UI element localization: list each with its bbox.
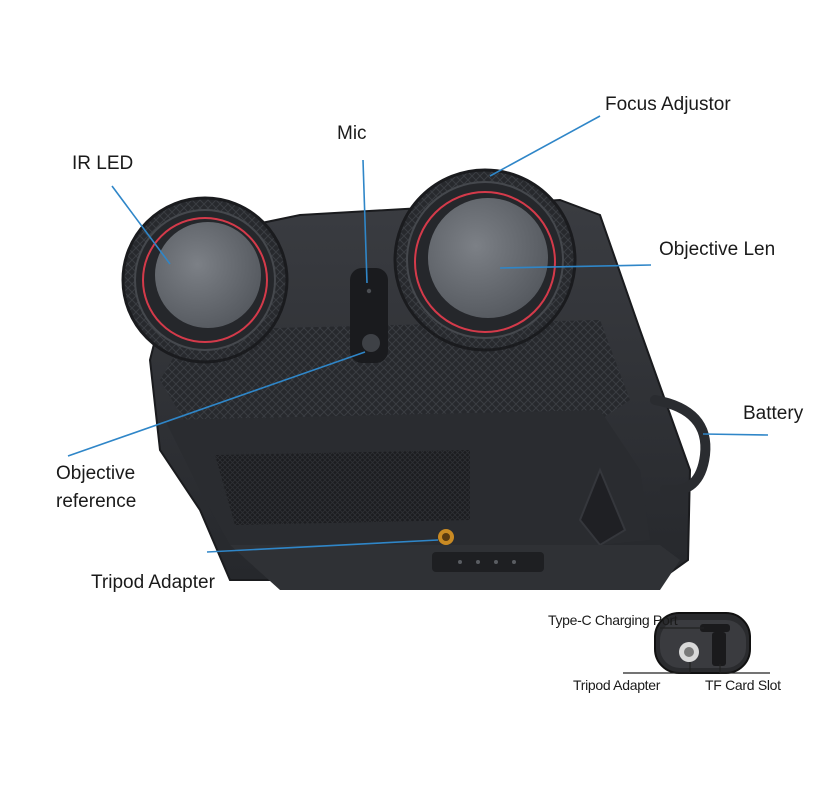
leader-mic [362,159,368,284]
left-lens-assembly [121,196,289,364]
leader-objective-len [499,264,652,269]
leader-ir-led [111,185,171,265]
leader-lines [67,115,769,553]
mic-hole [366,288,372,294]
label-objective-reference-line1: Objective [56,463,136,484]
label-ir-led: IR LED [72,153,134,174]
port-inset [623,612,770,674]
battery-strap [650,395,711,496]
leader-objective-reference [67,351,366,457]
port-panel [432,552,544,572]
inset-tf-slot [712,632,726,666]
inset-label-type-c: Type-C Charging Port [548,612,678,628]
right-lens-assembly [393,168,577,352]
leader-focus-adjustor [489,115,601,177]
inset-type-c [700,624,730,632]
speaker-grille [215,450,470,525]
label-mic: Mic [337,123,367,144]
inset-label-tf-card-slot: TF Card Slot [705,677,781,693]
inset-label-tripod-adapter: Tripod Adapter [573,677,661,693]
label-tripod-adapter: Tripod Adapter [91,572,215,593]
leader-tripod-adapter [206,539,439,553]
label-focus-adjustor: Focus Adjustor [605,94,731,115]
leader-battery [702,433,769,436]
label-objective-reference-line2: reference [56,491,137,512]
label-battery: Battery [743,403,804,424]
reference-sensor [362,334,380,352]
label-objective-len: Objective Len [659,239,776,260]
